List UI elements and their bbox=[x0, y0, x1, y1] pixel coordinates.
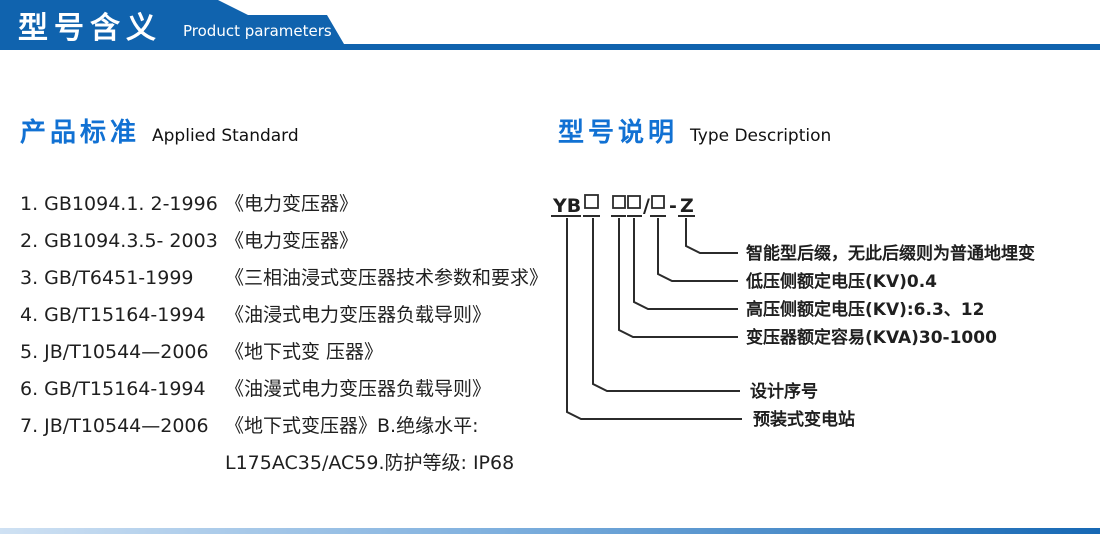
standard-item: 4. GB/T15164-1994 《油浸式电力变压器负载导则》 bbox=[20, 297, 540, 334]
header-title: 型号含义 bbox=[18, 11, 162, 46]
standard-title: 《电力变压器》 bbox=[225, 230, 359, 252]
standard-item: 3. GB/T6451-1999 《三相油浸式变压器技术参数和要求》 bbox=[20, 260, 548, 297]
diagram-label-hv-voltage: 高压侧额定电压(KV):6.3、12 bbox=[746, 299, 984, 320]
applied-standard-heading-zh: 产品标准 bbox=[20, 118, 141, 148]
standards-list: 1. GB1094.1. 2-1996 《电力变压器》 2. GB1094.3.… bbox=[20, 186, 548, 482]
standard-code-empty bbox=[20, 445, 225, 482]
standard-code: 4. GB/T15164-1994 bbox=[20, 304, 206, 326]
model-code-slash: / bbox=[643, 195, 650, 217]
standard-item: 5. JB/T10544—2006 《地下式变 压器》 bbox=[20, 334, 540, 371]
standard-title: 《地下式变压器》B.绝缘水平: bbox=[225, 415, 479, 437]
placeholder-box-lv bbox=[651, 195, 665, 209]
standard-item: 7. JB/T10544—2006 《地下式变压器》B.绝缘水平: bbox=[20, 408, 540, 445]
diagram-label-smart-suffix: 智能型后缀，无此后缀则为普通地埋变 bbox=[746, 243, 1035, 264]
header-subtitle: Product parameters bbox=[183, 22, 332, 40]
standard-code: 1. GB1094.1. 2-1996 bbox=[20, 193, 218, 215]
standard-title: 《地下式变 压器》 bbox=[225, 341, 384, 363]
standard-code: 3. GB/T6451-1999 bbox=[20, 267, 194, 289]
connector-hv-voltage bbox=[633, 218, 738, 310]
standard-item: 1. GB1094.1. 2-1996 《电力变压器》 bbox=[20, 186, 540, 223]
standard-title: 《油漫式电力变压器负载导则》 bbox=[225, 378, 492, 400]
model-code-suffix: Z bbox=[680, 195, 694, 217]
model-code-prefix: YB bbox=[552, 195, 581, 217]
standard-item: 6. GB/T15164-1994 《油漫式电力变压器负载导则》 bbox=[20, 371, 540, 408]
model-code-diagram: YB / - Z 智能型后缀，无此后缀则为普通地埋变 低压侧额定电压(KV)0.… bbox=[551, 194, 1035, 430]
connector-capacity bbox=[618, 218, 738, 338]
standard-code: 7. JB/T10544—2006 bbox=[20, 415, 209, 437]
diagram-label-design-number: 设计序号 bbox=[750, 381, 818, 402]
standard-title: 《三相油浸式变压器技术参数和要求》 bbox=[225, 267, 549, 289]
bottom-gradient-bar bbox=[0, 528, 1100, 534]
standard-continuation: L175AC35/AC59.防护等级: IP68 bbox=[225, 452, 515, 474]
diagram-label-lv-voltage: 低压侧额定电压(KV)0.4 bbox=[745, 271, 937, 292]
placeholder-box-capacity bbox=[612, 195, 626, 209]
type-description-heading-zh: 型号说明 bbox=[558, 118, 679, 148]
standard-code: 6. GB/T15164-1994 bbox=[20, 378, 206, 400]
applied-standard-heading-en: Applied Standard bbox=[152, 126, 299, 146]
standard-code: 5. JB/T10544—2006 bbox=[20, 341, 209, 363]
diagram-label-capacity: 变压器额定容易(KVA)30-1000 bbox=[746, 327, 997, 348]
connector-smart-suffix bbox=[685, 218, 738, 254]
placeholder-box-hv bbox=[627, 195, 641, 209]
standard-code: 2. GB1094.3.5- 2003 bbox=[20, 230, 218, 252]
connector-prefab-station bbox=[566, 218, 742, 420]
type-description-heading-en: Type Description bbox=[690, 126, 832, 146]
model-code-dash: - bbox=[669, 195, 677, 217]
connector-design-number bbox=[592, 218, 740, 392]
connector-lv-voltage bbox=[657, 218, 738, 282]
type-description-heading: 型号说明 Type Description bbox=[558, 112, 831, 149]
standard-title: 《电力变压器》 bbox=[225, 193, 359, 215]
standard-item: 2. GB1094.3.5- 2003 《电力变压器》 bbox=[20, 223, 540, 260]
placeholder-box-design bbox=[584, 194, 599, 209]
standard-item-continuation: L175AC35/AC59.防护等级: IP68 bbox=[20, 445, 540, 482]
standard-title: 《油浸式电力变压器负载导则》 bbox=[225, 304, 492, 326]
applied-standard-heading: 产品标准 Applied Standard bbox=[20, 112, 299, 149]
header-banner bbox=[0, 0, 1100, 50]
diagram-label-prefab-station: 预装式变电站 bbox=[753, 409, 855, 430]
